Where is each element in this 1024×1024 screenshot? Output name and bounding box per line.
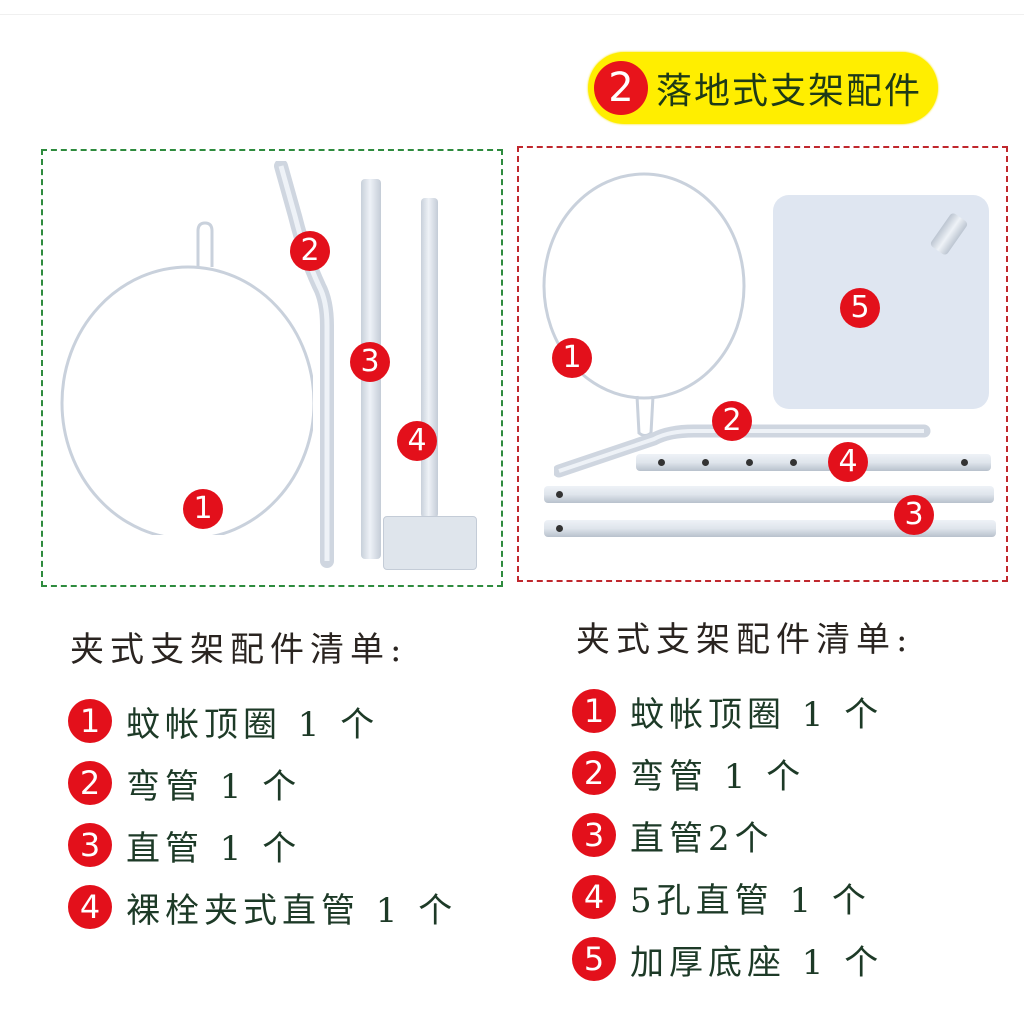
part-badge-5: 5 bbox=[840, 288, 880, 328]
floor-stand-parts-list-title: 夹式支架配件清单: bbox=[576, 620, 914, 660]
list-item: 4 裸栓夹式直管 1 个 bbox=[68, 876, 457, 938]
five-hole-pipe-image bbox=[636, 454, 991, 471]
top-divider bbox=[0, 14, 1024, 15]
clamp-parts-panel: 1 2 3 4 bbox=[41, 149, 503, 587]
straight-pipe-image bbox=[544, 486, 994, 503]
list-item: 5 加厚底座 1 个 bbox=[572, 928, 883, 990]
list-item: 3 直管2个 bbox=[572, 804, 883, 866]
list-item: 2 弯管 1 个 bbox=[572, 742, 883, 804]
part-badge-2: 2 bbox=[290, 231, 330, 271]
pipe-hole bbox=[556, 525, 563, 532]
pipe-hole bbox=[790, 459, 797, 466]
bent-pipe-image bbox=[554, 424, 931, 478]
clamp-parts-list: 1 蚊帐顶圈 1 个 2 弯管 1 个 3 直管 1 个 4 裸栓夹式直管 1 个 bbox=[68, 690, 457, 938]
part-badge-4: 4 bbox=[397, 421, 437, 461]
clamp-parts-list-title: 夹式支架配件清单: bbox=[70, 630, 408, 670]
pipe-hole bbox=[702, 459, 709, 466]
list-item-text: 弯管 1 个 bbox=[630, 756, 806, 797]
part-badge-1: 1 bbox=[183, 489, 223, 529]
list-item-text: 5孔直管 1 个 bbox=[630, 880, 871, 921]
list-item: 2 弯管 1 个 bbox=[68, 752, 457, 814]
straight-pipe-image bbox=[544, 520, 996, 537]
pipe-hole bbox=[746, 459, 753, 466]
list-item-text: 弯管 1 个 bbox=[126, 766, 302, 807]
part-badge-1: 1 bbox=[552, 338, 592, 378]
number-badge: 2 bbox=[572, 751, 616, 795]
title-number-badge: 2 bbox=[594, 61, 648, 115]
pipe-hole bbox=[556, 491, 563, 498]
number-badge: 1 bbox=[572, 689, 616, 733]
list-item: 4 5孔直管 1 个 bbox=[572, 866, 883, 928]
part-badge-4: 4 bbox=[828, 442, 868, 482]
number-badge: 5 bbox=[572, 937, 616, 981]
mosquito-net-ring-image bbox=[60, 221, 313, 535]
floor-stand-parts-panel: 1 2 3 4 5 bbox=[517, 146, 1008, 582]
list-item-text: 加厚底座 1 个 bbox=[630, 942, 884, 983]
part-badge-3: 3 bbox=[350, 342, 390, 382]
list-item-text: 直管2个 bbox=[630, 818, 774, 859]
number-badge: 1 bbox=[68, 699, 112, 743]
clamp-pipe-image bbox=[421, 198, 438, 518]
floor-stand-parts-list: 1 蚊帐顶圈 1 个 2 弯管 1 个 3 直管2个 4 5孔直管 1 个 5 加厚底座 … bbox=[572, 680, 883, 990]
clamp-block-image bbox=[383, 516, 477, 570]
list-item-text: 直管 1 个 bbox=[126, 828, 302, 869]
number-badge: 3 bbox=[68, 823, 112, 867]
list-item-text: 蚊帐顶圈 1 个 bbox=[630, 694, 884, 735]
number-badge: 2 bbox=[68, 761, 112, 805]
section-title: 落地式支架配件 bbox=[656, 71, 923, 112]
part-badge-2: 2 bbox=[712, 401, 752, 441]
pipe-hole bbox=[961, 459, 968, 466]
bent-pipe-image bbox=[274, 161, 334, 568]
section-title-pill: 2 落地式支架配件 bbox=[588, 52, 938, 124]
list-item-text: 裸栓夹式直管 1 个 bbox=[126, 890, 458, 931]
number-badge: 3 bbox=[572, 813, 616, 857]
pipe-hole bbox=[658, 459, 665, 466]
list-item: 3 直管 1 个 bbox=[68, 814, 457, 876]
list-item: 1 蚊帐顶圈 1 个 bbox=[68, 690, 457, 752]
number-badge: 4 bbox=[68, 885, 112, 929]
list-item-text: 蚊帐顶圈 1 个 bbox=[126, 704, 380, 745]
list-item: 1 蚊帐顶圈 1 个 bbox=[572, 680, 883, 742]
number-badge: 4 bbox=[572, 875, 616, 919]
part-badge-3: 3 bbox=[894, 495, 934, 535]
